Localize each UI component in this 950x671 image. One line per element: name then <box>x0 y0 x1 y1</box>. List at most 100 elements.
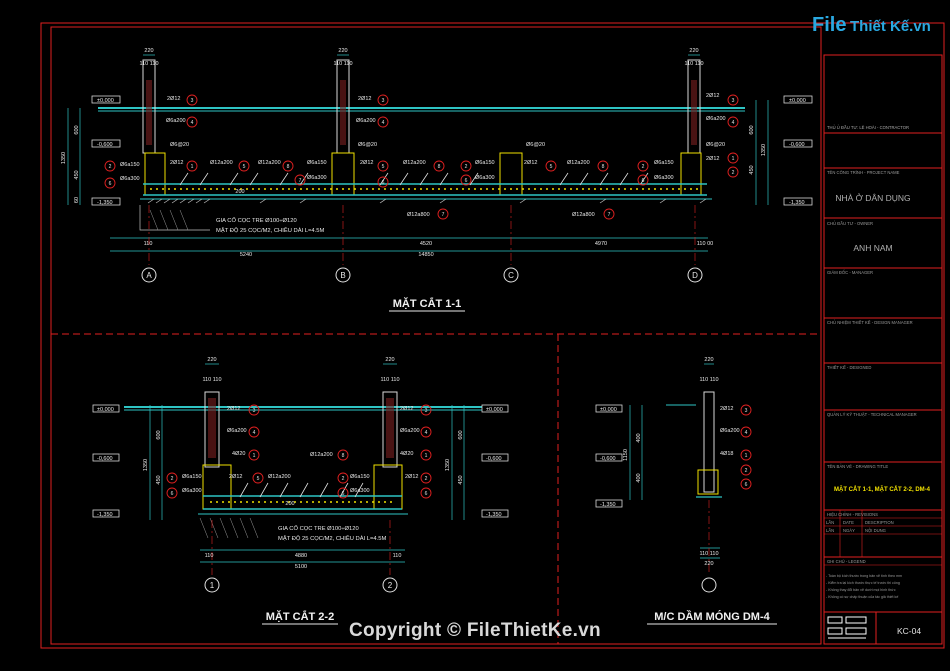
svg-text:110: 110 <box>144 241 153 247</box>
svg-text:Ø6a300: Ø6a300 <box>654 175 674 181</box>
rebar-labels: 2Ø12 Ø6a200 Ø6@20 Ø6a150 Ø6a300 2Ø12 Ø12… <box>120 93 740 494</box>
svg-text:2Ø12: 2Ø12 <box>360 160 373 166</box>
svg-text:±0,000: ±0,000 <box>97 98 114 104</box>
svg-text:60: 60 <box>74 197 80 203</box>
svg-text:-1,350: -1,350 <box>600 502 616 508</box>
svg-text:1: 1 <box>253 453 256 459</box>
section-dm-4[interactable] <box>595 363 722 593</box>
svg-text:MẬT ĐỘ 25 CỌC/M2, CHIỀU DÀI L=: MẬT ĐỘ 25 CỌC/M2, CHIỀU DÀI L=4.5M <box>278 535 386 542</box>
svg-text:Ø6a150: Ø6a150 <box>475 160 495 166</box>
svg-text:220: 220 <box>338 48 347 54</box>
logo-file-text: File <box>812 14 847 36</box>
svg-text:110: 110 <box>205 553 214 559</box>
svg-text:220: 220 <box>704 357 713 363</box>
svg-text:±0,000: ±0,000 <box>97 407 114 413</box>
rev-col-1: LẦN <box>826 520 834 525</box>
svg-text:-1,350: -1,350 <box>97 512 113 518</box>
svg-text:200: 200 <box>285 501 294 507</box>
svg-text:Ø12a800: Ø12a800 <box>572 212 595 218</box>
svg-text:Ø6a300: Ø6a300 <box>475 175 495 181</box>
svg-text:Ø6a200: Ø6a200 <box>227 428 247 434</box>
svg-text:400: 400 <box>636 473 642 482</box>
svg-text:8: 8 <box>438 164 441 170</box>
title-block-text: THỦ Ủ ĐẦU TƯ: LÊ HOÀI - CONTRACTOR TÊN C… <box>826 125 931 636</box>
svg-text:220: 220 <box>704 561 713 567</box>
svg-text:5: 5 <box>243 164 246 170</box>
revision-label: HIỆU CHỈNH - REVISIONS <box>827 512 878 517</box>
svg-text:2Ø12: 2Ø12 <box>358 96 371 102</box>
svg-text:110 110: 110 110 <box>139 61 158 67</box>
svg-text:Ø12a200: Ø12a200 <box>403 160 426 166</box>
level-text: ±0,000 -0,600 -1,350 ±0,000 -0,600 -1,35… <box>97 98 806 518</box>
svg-text:600: 600 <box>156 430 162 439</box>
svg-text:Ø12a800: Ø12a800 <box>407 212 430 218</box>
svg-text:1350: 1350 <box>143 459 149 471</box>
svg-text:220: 220 <box>385 357 394 363</box>
svg-text:2Ø12: 2Ø12 <box>227 406 240 412</box>
svg-text:1: 1 <box>745 453 748 459</box>
manager-label: GIÁM ĐỐC - MANAGER <box>827 270 873 275</box>
svg-text:110 110: 110 110 <box>684 61 703 67</box>
owner-label: THỦ Ủ ĐẦU TƯ: LÊ HOÀI - CONTRACTOR <box>827 125 909 130</box>
svg-text:-0,600: -0,600 <box>600 456 616 462</box>
svg-text:Ø6a200: Ø6a200 <box>400 428 420 434</box>
svg-text:C: C <box>508 271 514 280</box>
svg-text:110: 110 <box>393 553 402 559</box>
svg-text:8: 8 <box>342 453 345 459</box>
legend-line-1: - Toàn bộ kích thước trong bản vẽ tính t… <box>826 574 902 578</box>
svg-text:1: 1 <box>210 581 215 590</box>
designer-label: THIẾT KẾ - DESIGNED <box>827 365 871 370</box>
svg-text:2Ø12: 2Ø12 <box>706 156 719 162</box>
svg-text:±0,000: ±0,000 <box>600 407 617 413</box>
svg-text:Ø6a200: Ø6a200 <box>166 118 186 124</box>
svg-text:1350: 1350 <box>445 459 451 471</box>
rev-col-3: DESCRIPTION <box>865 520 894 525</box>
svg-text:Ø12a200: Ø12a200 <box>310 452 333 458</box>
svg-text:2: 2 <box>732 170 735 176</box>
svg-text:4: 4 <box>425 430 428 436</box>
svg-text:5240: 5240 <box>240 252 252 258</box>
owner-name: ANH NAM <box>853 243 892 253</box>
svg-text:4Ø18: 4Ø18 <box>720 451 733 457</box>
svg-text:2Ø12: 2Ø12 <box>167 96 180 102</box>
svg-text:600: 600 <box>74 125 80 134</box>
svg-text:220: 220 <box>689 48 698 54</box>
sheet-number: KC-04 <box>897 626 921 636</box>
svg-text:4: 4 <box>191 120 194 126</box>
svg-text:450: 450 <box>749 165 755 174</box>
svg-text:5: 5 <box>257 476 260 482</box>
svg-text:3: 3 <box>191 98 194 104</box>
svg-text:3: 3 <box>425 408 428 414</box>
svg-text:Ø6a150: Ø6a150 <box>654 160 674 166</box>
svg-text:Ø6a200: Ø6a200 <box>356 118 376 124</box>
svg-text:Ø6@20: Ø6@20 <box>706 142 725 148</box>
title-section-2-2: MẶT CẮT 2-2 <box>266 610 334 623</box>
svg-text:2Ø12: 2Ø12 <box>706 93 719 99</box>
svg-text:D: D <box>692 271 698 280</box>
section-1-1[interactable] <box>67 54 813 283</box>
svg-text:B: B <box>340 271 345 280</box>
svg-text:2: 2 <box>109 164 112 170</box>
svg-text:-0,600: -0,600 <box>486 456 502 462</box>
svg-text:-0,600: -0,600 <box>97 142 113 148</box>
svg-text:110 110: 110 110 <box>380 377 399 383</box>
svg-text:6: 6 <box>745 482 748 488</box>
svg-text:4: 4 <box>745 430 748 436</box>
rev-col2-1: LẦN <box>826 528 834 533</box>
legend-line-4: - Không có sự chấp thuận của tác giả thi… <box>826 595 898 599</box>
svg-text:MẬT ĐỘ 25 CỌC/M2, CHIỀU DÀI L=: MẬT ĐỘ 25 CỌC/M2, CHIỀU DÀI L=4.5M <box>216 227 324 234</box>
svg-text:3: 3 <box>732 98 735 104</box>
svg-text:Ø6a200: Ø6a200 <box>706 116 726 122</box>
svg-text:450: 450 <box>458 475 464 484</box>
svg-text:Ø6@20: Ø6@20 <box>358 142 377 148</box>
svg-text:220: 220 <box>144 48 153 54</box>
svg-text:5100: 5100 <box>295 564 307 570</box>
svg-text:4520: 4520 <box>420 241 432 247</box>
chief-label: CHỦ NHIỆM THIẾT KẾ - DESIGN MANAGER <box>827 320 913 325</box>
svg-text:6: 6 <box>642 178 645 184</box>
svg-text:110 110: 110 110 <box>699 377 718 383</box>
dimension-text: 220 220 220 110 110 110 110 110 110 110 … <box>139 48 718 570</box>
section-2-2[interactable] <box>92 363 509 593</box>
